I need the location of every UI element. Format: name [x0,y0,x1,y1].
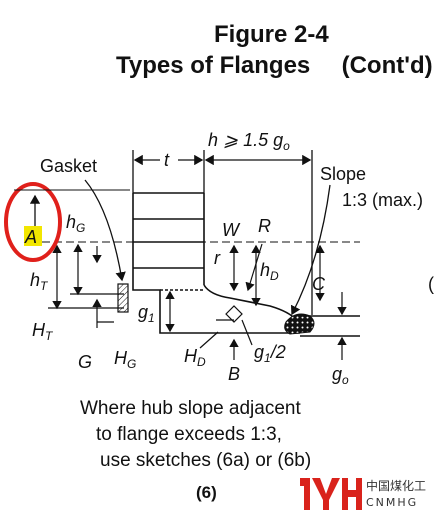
sketch-number: (6) [196,483,217,502]
dimension-lines-hub [199,243,347,360]
figure-number: Figure 2-4 [214,21,329,48]
dimension-A [4,182,62,262]
label-r: r [214,248,221,268]
label-R: R [258,216,271,236]
watermark-latin: CNMHG [366,496,418,509]
watermark-logo: 中国煤化工 CNMHG [300,478,426,510]
highlight-circle [4,182,62,262]
label-G: G [78,352,92,372]
label-hT: hT [30,270,49,293]
label-slope-max: 1:3 (max.) [342,190,423,210]
figure-title: Types of Flanges [116,52,311,79]
label-g1: g1 [138,302,155,325]
caption-line-3: use sketches (6a) or (6b) [100,450,312,471]
caption-line-1: Where hub slope adjacent [80,398,301,419]
label-g1-half: g1/2 [254,342,286,365]
label-HT: HT [32,320,54,343]
label-W: W [222,220,241,240]
dimension-lines-left [48,243,124,328]
label-C: C [312,274,326,294]
label-A: A [24,227,37,247]
gasket [84,179,129,313]
label-HG: HG [114,348,136,371]
pipe [300,315,360,337]
slope-leader [290,184,331,316]
label-B: B [228,364,240,384]
label-HD: HD [184,346,206,369]
label-slope: Slope [320,164,366,184]
figure-title-line: Types of Flanges (Cont'd) [116,52,433,80]
label-hD: hD [260,260,279,283]
weld-bead [284,313,315,335]
dimension-h [204,150,313,315]
figure-cont: (Cont'd) [341,52,433,79]
label-right-paren: ( [428,274,434,294]
label-t: t [164,150,170,170]
watermark-mark [300,478,362,510]
label-gasket: Gasket [40,156,97,176]
watermark-chinese: 中国煤化工 [366,478,426,493]
caption-line-2: to flange exceeds 1:3, [96,424,282,445]
dimension-t [132,150,205,193]
label-h-constraint: h ⩾ 1.5 go [208,130,290,153]
label-go: go [332,364,349,387]
label-hG: hG [66,212,85,235]
